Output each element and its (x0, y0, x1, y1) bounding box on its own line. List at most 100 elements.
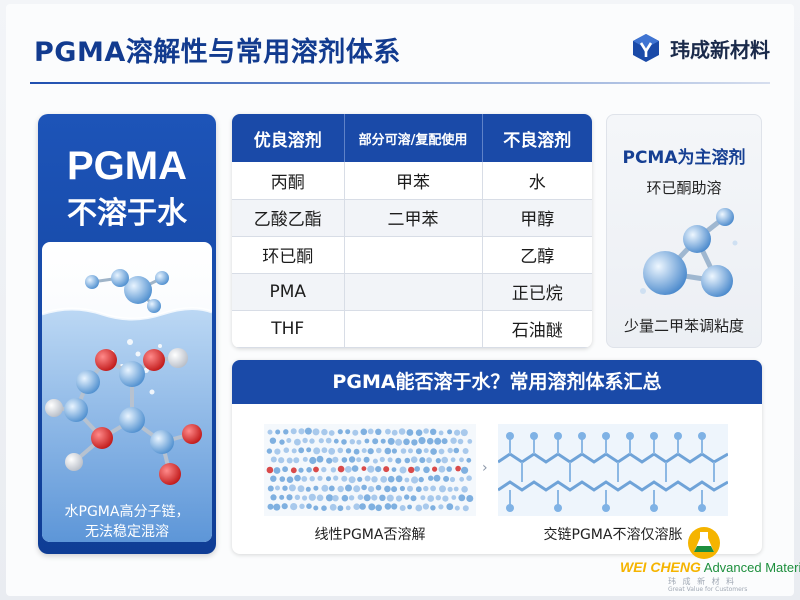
water-insoluble-panel: PGMA 不溶于水 (38, 114, 216, 554)
water-molecule-illustration (42, 242, 212, 542)
particle (302, 495, 308, 501)
particle (321, 447, 328, 454)
particle (451, 495, 457, 500)
particle (367, 465, 375, 473)
particle (443, 475, 450, 482)
page-title: PGMA溶解性与常用溶剂体系 (34, 37, 401, 68)
particle (450, 457, 456, 463)
particle (404, 477, 410, 483)
particle (371, 494, 378, 501)
particle (368, 503, 376, 511)
particle (423, 448, 429, 454)
co-solvent-text: 环已酮助溶 (646, 179, 722, 197)
particle (458, 494, 466, 502)
particle (423, 428, 429, 434)
arrow-icon: › (482, 460, 488, 476)
particle (466, 475, 472, 481)
particle (426, 457, 432, 464)
particle (447, 486, 453, 492)
particle (428, 475, 434, 481)
watermark-sub-en: Great Value for Customers (668, 586, 748, 593)
particle (420, 495, 426, 501)
particle (430, 428, 437, 435)
table-cell: 乙醇 (482, 236, 592, 274)
table-header-row: 优良溶剂 部分可溶/复配使用 不良溶剂 (232, 114, 592, 162)
particle (410, 456, 418, 463)
particle (313, 485, 319, 491)
particle (453, 486, 459, 492)
table-cell: 正已烷 (482, 273, 592, 311)
particle (349, 439, 355, 445)
particle (438, 465, 446, 473)
particle (304, 427, 312, 435)
panel-title-pgma: PGMA (67, 144, 187, 188)
particle (442, 495, 449, 502)
particle (454, 505, 460, 511)
particle (267, 429, 273, 435)
panel-title-insoluble: 不溶于水 (67, 196, 187, 231)
particle (337, 485, 344, 493)
particle (404, 494, 410, 500)
main-solvent-title: PCMA为主溶剂 (622, 148, 746, 168)
particle (328, 430, 335, 436)
brand-logo-icon (633, 34, 659, 62)
particle (403, 438, 410, 446)
particle (447, 429, 453, 435)
particle (291, 448, 297, 454)
particle (395, 475, 403, 483)
particle (426, 437, 434, 445)
watermark-wei: WEI CHENG (620, 559, 701, 575)
particle (387, 475, 395, 483)
caption-line-1: 水PGMA高分子链， (64, 504, 190, 520)
particle (328, 485, 335, 492)
particle (273, 503, 281, 511)
header-good-solvent: 优良溶剂 (232, 114, 345, 162)
table-cell: 二甲苯 (344, 199, 483, 237)
particle (384, 485, 391, 493)
particle (383, 466, 390, 473)
particle (462, 505, 469, 512)
particle (453, 447, 460, 454)
particle (379, 456, 385, 463)
particle (337, 447, 344, 454)
particle (391, 503, 398, 510)
particle (360, 428, 368, 436)
particle (302, 437, 308, 444)
particle (384, 447, 392, 455)
particle (461, 486, 468, 493)
particle (283, 447, 290, 453)
particle (352, 429, 359, 436)
particle (279, 494, 285, 500)
particle (438, 504, 444, 510)
table-row: PMA 正已烷 (232, 273, 592, 311)
particle (399, 485, 405, 492)
particle (395, 438, 403, 446)
particle (298, 428, 305, 435)
particle (341, 494, 349, 502)
particle (290, 428, 297, 435)
particle (288, 484, 296, 492)
particle (344, 466, 352, 473)
particle (306, 503, 312, 509)
solvent-table-panel: 优良溶剂 部分可溶/复配使用 不良溶剂 丙酮 甲苯 水 乙酸乙酯 二甲苯 甲醇 … (232, 114, 592, 348)
particle (375, 428, 382, 435)
particle (345, 484, 352, 492)
panel-caption: 水PGMA高分子链， 无法稳定混溶 (38, 502, 216, 542)
particle (391, 429, 398, 436)
particle (423, 466, 430, 474)
particle (294, 494, 301, 500)
particle (434, 437, 442, 445)
particle (457, 438, 464, 445)
particle (418, 437, 426, 445)
particle (361, 448, 367, 454)
particle (460, 429, 468, 437)
particle (462, 448, 469, 454)
title-divider (30, 82, 770, 84)
watermark-sub-cn: 玮 成 新 材 料 (668, 577, 737, 586)
particle (467, 439, 473, 444)
particle (410, 495, 417, 502)
particle (439, 485, 446, 493)
particle (399, 505, 406, 511)
particle (302, 456, 308, 462)
company-watermark: WEI CHENG Advanced Material 玮 成 新 材 料 Gr… (620, 526, 800, 596)
